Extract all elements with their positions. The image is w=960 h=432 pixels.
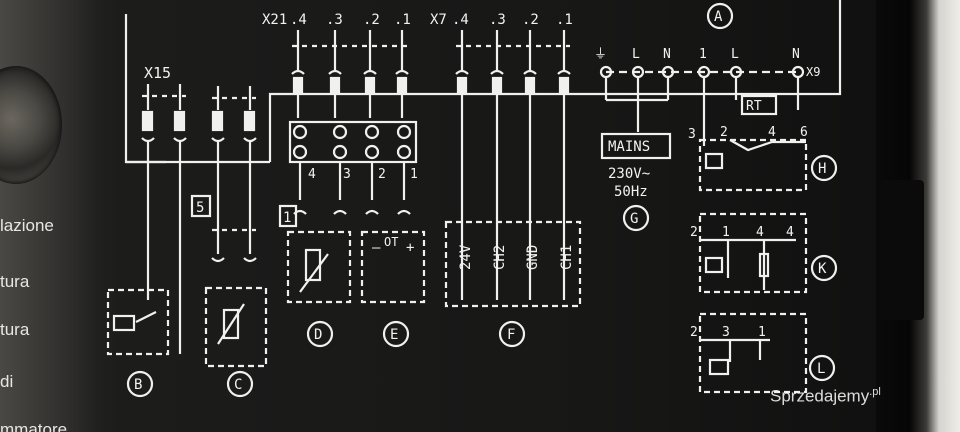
terminal-1: 1 — [410, 167, 418, 182]
section-a-label: A — [714, 9, 723, 25]
k-pin-4a: 4 — [756, 225, 764, 240]
label-lazione: lazione — [0, 216, 54, 235]
watermark-domain: .pl — [869, 386, 881, 398]
h-pin-4: 4 — [768, 125, 776, 140]
mains-voltage: 230V~ — [608, 166, 650, 182]
l-pin-3: 3 — [722, 325, 730, 340]
x9-pin-1: 1 — [699, 47, 707, 62]
terminal-3: 3 — [343, 167, 351, 182]
section-c-label: C — [234, 377, 242, 393]
mains-frequency: 50Hz — [614, 184, 648, 200]
terminal-block: 4 3 2 1 1 — [278, 120, 418, 228]
section-g-label: G — [630, 211, 638, 227]
k-pin-4b: 4 — [786, 225, 794, 240]
box-1: 1 — [283, 210, 291, 226]
connector-x21: X21 .4 .3 .2 .1 — [262, 12, 411, 94]
section-c: 5 C — [190, 86, 268, 398]
section-b: X15 B — [106, 64, 187, 398]
x7-label: X7 — [430, 12, 447, 28]
x7-pin-1: .1 — [556, 12, 573, 28]
section-h-label: H — [818, 161, 826, 177]
x21-pin-4: .4 — [290, 12, 307, 28]
f-signal-ch2: CH2 — [492, 245, 508, 270]
rt-label: RT — [746, 99, 762, 114]
section-b-label: B — [134, 377, 142, 393]
section-f: 24V CH2 GND CH1 F — [444, 220, 582, 348]
x9-pin-earth: ⏚ — [594, 47, 607, 62]
watermark: Sprzedajemy.pl — [770, 386, 881, 407]
bus-lines — [124, 0, 842, 300]
section-l-label: L — [817, 361, 825, 377]
mains-label: MAINS — [608, 139, 650, 155]
connector-x7: X7 .4 .3 .2 .1 — [430, 12, 573, 94]
section-d: D — [286, 230, 352, 348]
f-signal-ch1: CH1 — [559, 245, 575, 270]
section-g: MAINS 230V~ 50Hz G — [600, 132, 672, 232]
section-l: 2 3 1 L — [690, 312, 836, 394]
ot-label: OT — [384, 235, 398, 249]
section-h: RT 3 2 4 6 H — [688, 94, 838, 192]
f-signal-gnd: GND — [525, 245, 541, 270]
x21-pin-2: .2 — [363, 12, 380, 28]
x9-pin-n1: N — [663, 47, 671, 62]
label-tura-2: tura — [0, 320, 30, 339]
label-di: di — [0, 372, 14, 391]
terminal-2: 2 — [378, 167, 386, 182]
x21-label: X21 — [262, 12, 287, 28]
x9-pin-l2: L — [731, 47, 739, 62]
h-pin-6: 6 — [800, 125, 808, 140]
section-e: – OT + E — [360, 230, 426, 348]
k-pin-2: 2 — [690, 225, 698, 240]
h-pin-2: 2 — [720, 125, 728, 140]
ot-minus: – — [372, 240, 381, 256]
section-a: A — [706, 2, 734, 30]
x21-pin-1: .1 — [394, 12, 411, 28]
box-5: 5 — [196, 200, 204, 216]
l-pin-2: 2 — [690, 325, 698, 340]
x7-pin-2: .2 — [522, 12, 539, 28]
h-pin-3: 3 — [688, 127, 696, 142]
section-e-label: E — [390, 327, 398, 343]
watermark-text: Sprzedajemy — [770, 386, 870, 406]
x7-pin-4: .4 — [452, 12, 469, 28]
section-f-label: F — [507, 327, 515, 343]
x7-pin-3: .3 — [489, 12, 506, 28]
f-signal-24v: 24V — [458, 244, 474, 270]
x9-pin-n2: N — [792, 47, 800, 62]
l-pin-1: 1 — [758, 325, 766, 340]
label-mmatore: mmatore — [0, 420, 68, 432]
connector-x9: ⏚ L N 1 L N X9 — [594, 47, 820, 132]
label-tura-1: tura — [0, 272, 30, 291]
section-d-label: D — [314, 327, 322, 343]
left-label-panel: lazione tura tura di mmatore — [0, 0, 100, 432]
x21-pin-3: .3 — [326, 12, 343, 28]
k-pin-1: 1 — [722, 225, 730, 240]
ot-plus: + — [406, 240, 414, 256]
x15-label: X15 — [144, 64, 171, 82]
case-bracket — [880, 180, 924, 320]
x9-label: X9 — [806, 65, 820, 79]
section-k: 2 1 4 4 K — [690, 212, 838, 294]
x9-pin-l1: L — [632, 47, 640, 62]
section-k-label: K — [818, 261, 827, 277]
terminal-4: 4 — [308, 167, 316, 182]
